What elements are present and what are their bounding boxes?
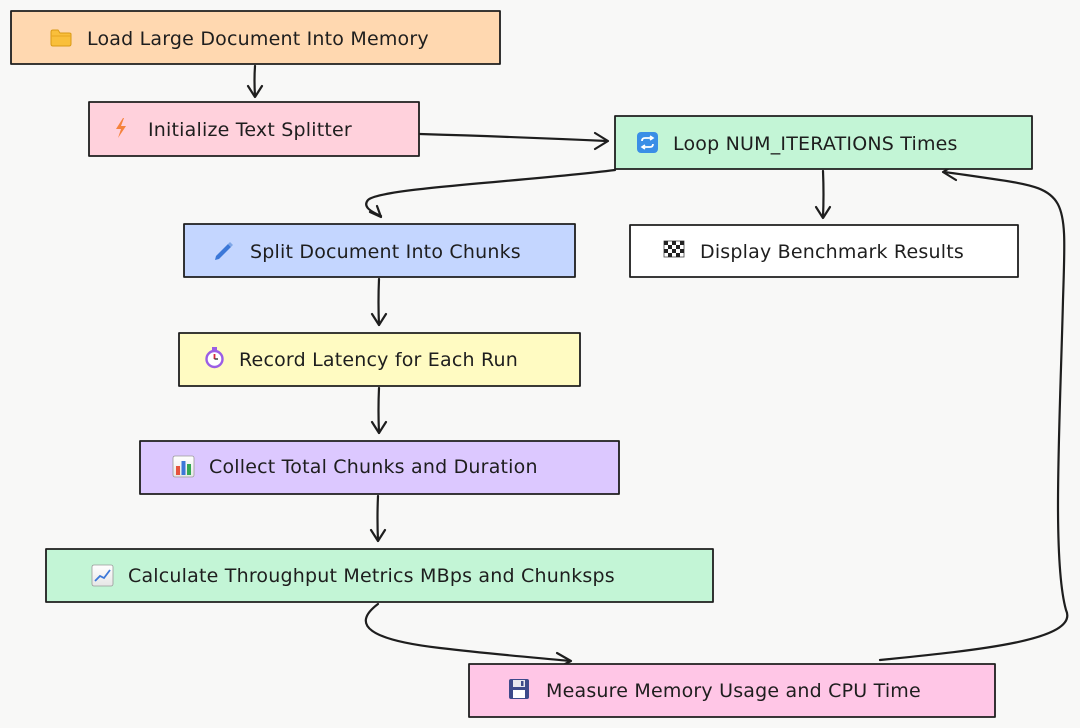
node-load-document-box xyxy=(10,10,501,65)
edge-init-to-loop xyxy=(418,131,610,151)
edges xyxy=(246,64,1069,670)
node-initialize-splitter-label: Initialize Text Splitter xyxy=(148,119,352,141)
floppy-disk-icon xyxy=(509,679,529,699)
node-measure-memory[interactable]: Measure Memory Usage and CPU Time xyxy=(468,663,996,718)
node-record-latency[interactable]: Record Latency for Each Run xyxy=(178,332,581,387)
node-calculate-throughput-box xyxy=(45,548,714,603)
node-display-results-box xyxy=(629,224,1019,278)
node-collect-totals-box xyxy=(139,440,620,495)
node-display-results-label: Display Benchmark Results xyxy=(700,241,964,263)
node-loop-iterations[interactable]: Loop NUM_ITERATIONS Times xyxy=(614,115,1033,170)
edge-split-to-record xyxy=(370,277,388,327)
node-split-document-box xyxy=(183,223,576,278)
node-load-document-label: Load Large Document Into Memory xyxy=(87,28,429,50)
edge-loop-to-display xyxy=(814,169,832,220)
edge-loop-to-split xyxy=(365,168,617,219)
node-record-latency-label: Record Latency for Each Run xyxy=(239,349,518,371)
repeat-icon xyxy=(637,132,658,153)
trend-chart-icon xyxy=(91,564,114,587)
bar-chart-icon xyxy=(172,455,195,478)
node-display-results[interactable]: Display Benchmark Results xyxy=(629,224,1019,278)
node-collect-totals-label: Collect Total Chunks and Duration xyxy=(209,456,538,478)
nodes: Load Large Document Into Memory Initiali… xyxy=(10,10,1033,718)
pencil-icon xyxy=(215,242,233,260)
checkered-flag-icon xyxy=(663,240,685,258)
edge-record-to-collect xyxy=(370,386,388,435)
node-load-document[interactable]: Load Large Document Into Memory xyxy=(10,10,501,65)
node-loop-iterations-label: Loop NUM_ITERATIONS Times xyxy=(673,133,958,155)
edge-collect-to-calc xyxy=(369,494,387,543)
folder-icon xyxy=(50,29,72,47)
node-calculate-throughput[interactable]: Calculate Throughput Metrics MBps and Ch… xyxy=(45,548,714,603)
node-split-document[interactable]: Split Document Into Chunks xyxy=(183,223,576,278)
edge-calc-to-measure xyxy=(364,602,573,670)
node-initialize-splitter[interactable]: Initialize Text Splitter xyxy=(88,101,420,157)
edge-load-to-init xyxy=(246,64,264,99)
node-loop-iterations-box xyxy=(614,115,1033,170)
node-measure-memory-label: Measure Memory Usage and CPU Time xyxy=(546,680,921,702)
node-collect-totals[interactable]: Collect Total Chunks and Duration xyxy=(139,440,620,495)
lightning-icon xyxy=(116,118,126,138)
stopwatch-icon xyxy=(205,347,224,369)
node-split-document-label: Split Document Into Chunks xyxy=(250,241,521,263)
node-record-latency-box xyxy=(178,332,581,387)
node-calculate-throughput-label: Calculate Throughput Metrics MBps and Ch… xyxy=(128,565,615,587)
node-measure-memory-box xyxy=(468,663,996,718)
node-initialize-splitter-box xyxy=(88,101,420,157)
